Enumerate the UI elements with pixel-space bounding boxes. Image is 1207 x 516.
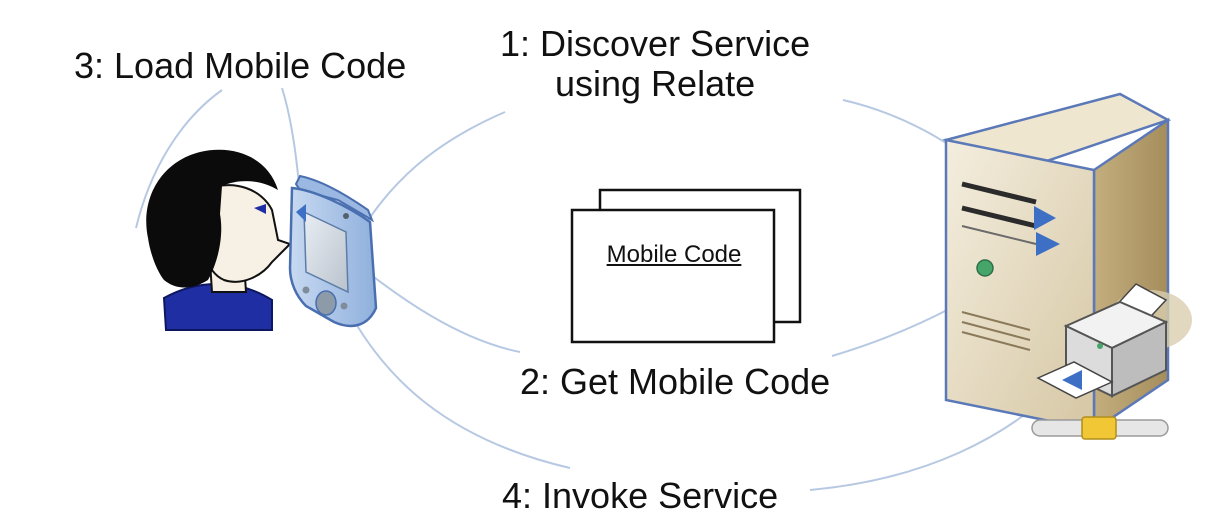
server-arrow-icon-2 (1036, 232, 1060, 256)
pda-icon (288, 174, 378, 328)
step2-label: 2: Get Mobile Code (520, 361, 831, 402)
printer-led (1097, 343, 1103, 349)
pda-arrow-icon (296, 204, 306, 222)
server-bay-2 (961, 205, 1037, 229)
server-vent-3 (961, 331, 1031, 351)
mobile-code-document-label: Mobile Code (606, 241, 742, 268)
step1-label: 1: Discover Service using Relate (500, 24, 810, 104)
document-front (570, 208, 776, 344)
printer-icon (1036, 283, 1192, 399)
step1-label-line2: using Relate (554, 63, 756, 104)
pda-top-dot (343, 213, 349, 219)
printer-arrow-icon (1062, 370, 1082, 390)
network-bus-icon (1031, 416, 1169, 440)
network-connector (1081, 416, 1117, 440)
server-bay-1 (961, 181, 1037, 205)
step4-label: 4: Invoke Service (502, 475, 779, 516)
person-head-icon (146, 149, 292, 331)
server-arrow-icon-1 (1034, 206, 1056, 230)
eye (254, 204, 266, 214)
hair (146, 149, 278, 288)
pda-side-button-right (340, 302, 348, 310)
server-vent-2 (961, 321, 1031, 341)
pda-screen (303, 210, 349, 294)
server-vent-1 (961, 311, 1031, 331)
printer-body-side (1111, 320, 1167, 398)
step3-label: 3: Load Mobile Code (74, 45, 407, 86)
load-code-line-a (135, 89, 223, 229)
server-bay-3 (961, 225, 1037, 245)
server-power-led (976, 259, 994, 277)
pda-side-button-left (302, 286, 310, 294)
pda-main-button (315, 290, 337, 316)
step1-label-line1: 1: Discover Service (500, 23, 811, 64)
mobile-code-documents (570, 188, 802, 344)
